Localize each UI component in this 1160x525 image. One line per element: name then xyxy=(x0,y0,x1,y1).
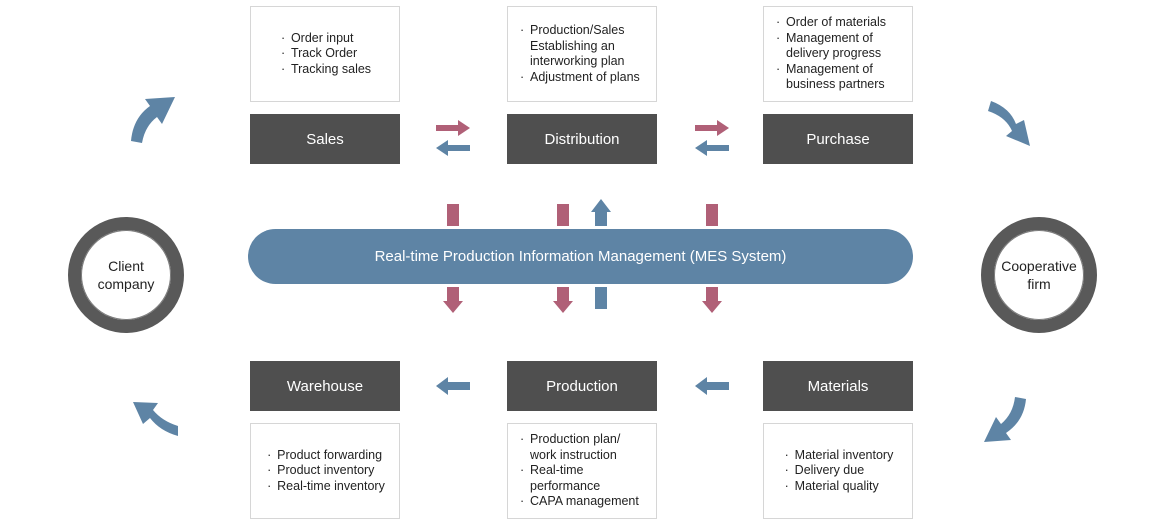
sales-box: Sales xyxy=(250,114,400,164)
materials-info-list: Material inventory Delivery due Material… xyxy=(783,448,894,495)
sales-label: Sales xyxy=(306,130,344,148)
sales-info-box: Order input Track Order Tracking sales xyxy=(250,6,400,102)
purchase-label: Purchase xyxy=(806,130,870,148)
distribution-label: Distribution xyxy=(544,130,620,148)
info-item: Real-time inventory xyxy=(265,479,385,495)
info-item: Delivery due xyxy=(783,463,894,479)
arrow-icon xyxy=(695,140,729,156)
info-item: Management of business partners xyxy=(774,62,902,93)
purchase-box: Purchase xyxy=(763,114,913,164)
info-item: Tracking sales xyxy=(279,62,371,78)
connector-bar xyxy=(706,204,718,226)
production-info-box: Production plan/ work instruction Real-t… xyxy=(507,423,657,519)
connector-bar xyxy=(447,204,459,226)
info-item: Management of delivery progress xyxy=(774,31,902,62)
materials-info-box: Material inventory Delivery due Material… xyxy=(763,423,913,519)
curved-arrow-icon xyxy=(133,402,178,436)
info-item: Product forwarding xyxy=(265,448,385,464)
arrow-icon xyxy=(436,140,470,156)
production-box: Production xyxy=(507,361,657,411)
info-item: Order of materials xyxy=(774,15,902,31)
info-item: Track Order xyxy=(279,46,371,62)
info-item: Order input xyxy=(279,31,371,47)
info-item: CAPA management xyxy=(518,494,646,510)
client-company-label: Client company xyxy=(97,258,155,292)
arrow-icon xyxy=(695,120,729,136)
curved-arrow-icon xyxy=(988,101,1030,146)
info-item: Material inventory xyxy=(783,448,894,464)
curved-arrow-icon xyxy=(131,97,175,143)
sales-info-list: Order input Track Order Tracking sales xyxy=(279,31,371,78)
connector-bar xyxy=(557,204,569,226)
warehouse-info-box: Product forwarding Product inventory Rea… xyxy=(250,423,400,519)
production-info-list: Production plan/ work instruction Real-t… xyxy=(518,432,646,510)
arrow-icon xyxy=(553,287,573,313)
arrow-icon xyxy=(436,377,470,395)
mes-label: Real-time Production Information Managem… xyxy=(374,248,787,265)
info-item: Adjustment of plans xyxy=(518,70,646,86)
arrow-icon xyxy=(695,377,729,395)
distribution-info-list: Production/Sales Establishing an interwo… xyxy=(518,23,646,85)
distribution-box: Distribution xyxy=(507,114,657,164)
arrow-icon xyxy=(436,120,470,136)
warehouse-label: Warehouse xyxy=(286,377,364,395)
arrow-icon xyxy=(702,287,722,313)
warehouse-info-list: Product forwarding Product inventory Rea… xyxy=(265,448,385,495)
info-item: Material quality xyxy=(783,479,894,495)
arrow-icon xyxy=(591,199,611,226)
info-item: Production/Sales Establishing an interwo… xyxy=(518,23,646,70)
info-item: Product inventory xyxy=(265,463,385,479)
purchase-info-box: Order of materials Management of deliver… xyxy=(763,6,913,102)
purchase-info-list: Order of materials Management of deliver… xyxy=(774,15,902,93)
curved-arrow-icon xyxy=(984,397,1026,442)
info-item: Production plan/ work instruction xyxy=(518,432,646,463)
mes-system-bar: Real-time Production Information Managem… xyxy=(248,229,913,284)
materials-label: Materials xyxy=(807,377,869,395)
arrow-icon xyxy=(443,287,463,313)
info-item: Real-time performance xyxy=(518,463,646,494)
production-label: Production xyxy=(546,377,618,395)
materials-box: Materials xyxy=(763,361,913,411)
distribution-info-box: Production/Sales Establishing an interwo… xyxy=(507,6,657,102)
cooperative-firm-label: Cooperative firm xyxy=(1001,258,1077,292)
connector-bar xyxy=(595,287,607,309)
warehouse-box: Warehouse xyxy=(250,361,400,411)
